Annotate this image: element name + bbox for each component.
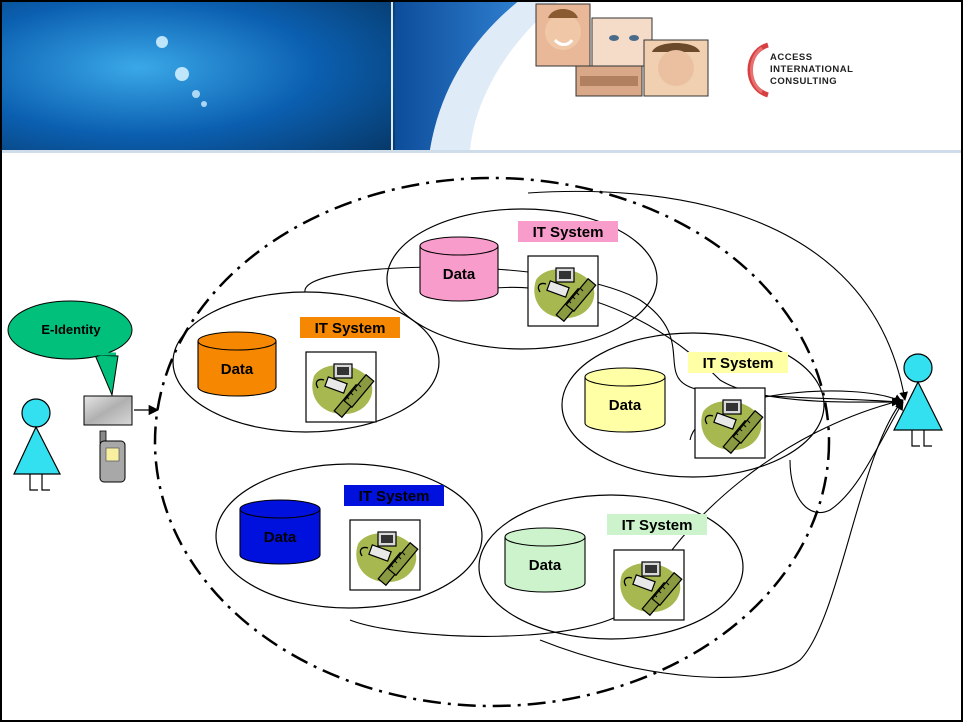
water-drop [175,67,189,81]
data-label: Data [221,361,254,378]
database-blue: Data [239,499,321,565]
computer-hardware-icon [349,519,421,591]
computer-hardware-icon [527,255,599,327]
it-system-label: IT System [359,488,430,505]
logo-line-3: CONSULTING [770,76,837,87]
service-person-icon [893,353,943,447]
e-identity-bubble: E-Identity [7,300,133,397]
it-system-label: IT System [622,517,693,534]
it-system-label: IT System [315,320,386,337]
database-yellow: Data [584,367,666,433]
user-person-icon [13,398,61,491]
database-green: Data [504,527,586,593]
faces-photo-collage [535,3,709,97]
identity-domain-boundary [153,176,831,708]
system-circle-orange [172,291,440,433]
connection-lines [304,190,908,678]
it-system-label-orange: IT System [300,317,400,338]
system-circle-blue [215,463,483,609]
header-banner: ACCESS INTERNATIONAL CONSULTING [0,0,963,153]
database-pink: Data [419,236,499,302]
system-circle-green [478,494,744,640]
water-drop [156,36,168,48]
mobile-phone-icon [99,430,126,483]
it-system-label: IT System [703,355,774,372]
it-system-label-blue: IT System [344,485,444,506]
it-system-label: IT System [533,224,604,241]
water-banner-image [0,0,395,150]
logo-line-1: ACCESS [770,52,813,63]
data-label: Data [264,529,297,546]
system-circle-pink [386,208,658,350]
e-identity-label: E-Identity [41,322,101,337]
data-label: Data [609,397,642,414]
id-card-icon [83,395,133,426]
it-system-label-yellow: IT System [688,352,788,373]
it-system-label-pink: IT System [518,221,618,242]
computer-hardware-icon [694,387,766,459]
system-circle-yellow [561,332,825,478]
computer-hardware-icon [613,549,685,621]
data-label: Data [443,266,476,283]
data-label: Data [529,557,562,574]
swoosh-graphic [395,0,520,150]
company-logo: ACCESS INTERNATIONAL CONSULTING [747,42,853,98]
logo-line-2: INTERNATIONAL [770,64,853,75]
it-system-label-green: IT System [607,514,707,535]
computer-hardware-icon [305,351,377,423]
database-orange: Data [197,331,277,397]
